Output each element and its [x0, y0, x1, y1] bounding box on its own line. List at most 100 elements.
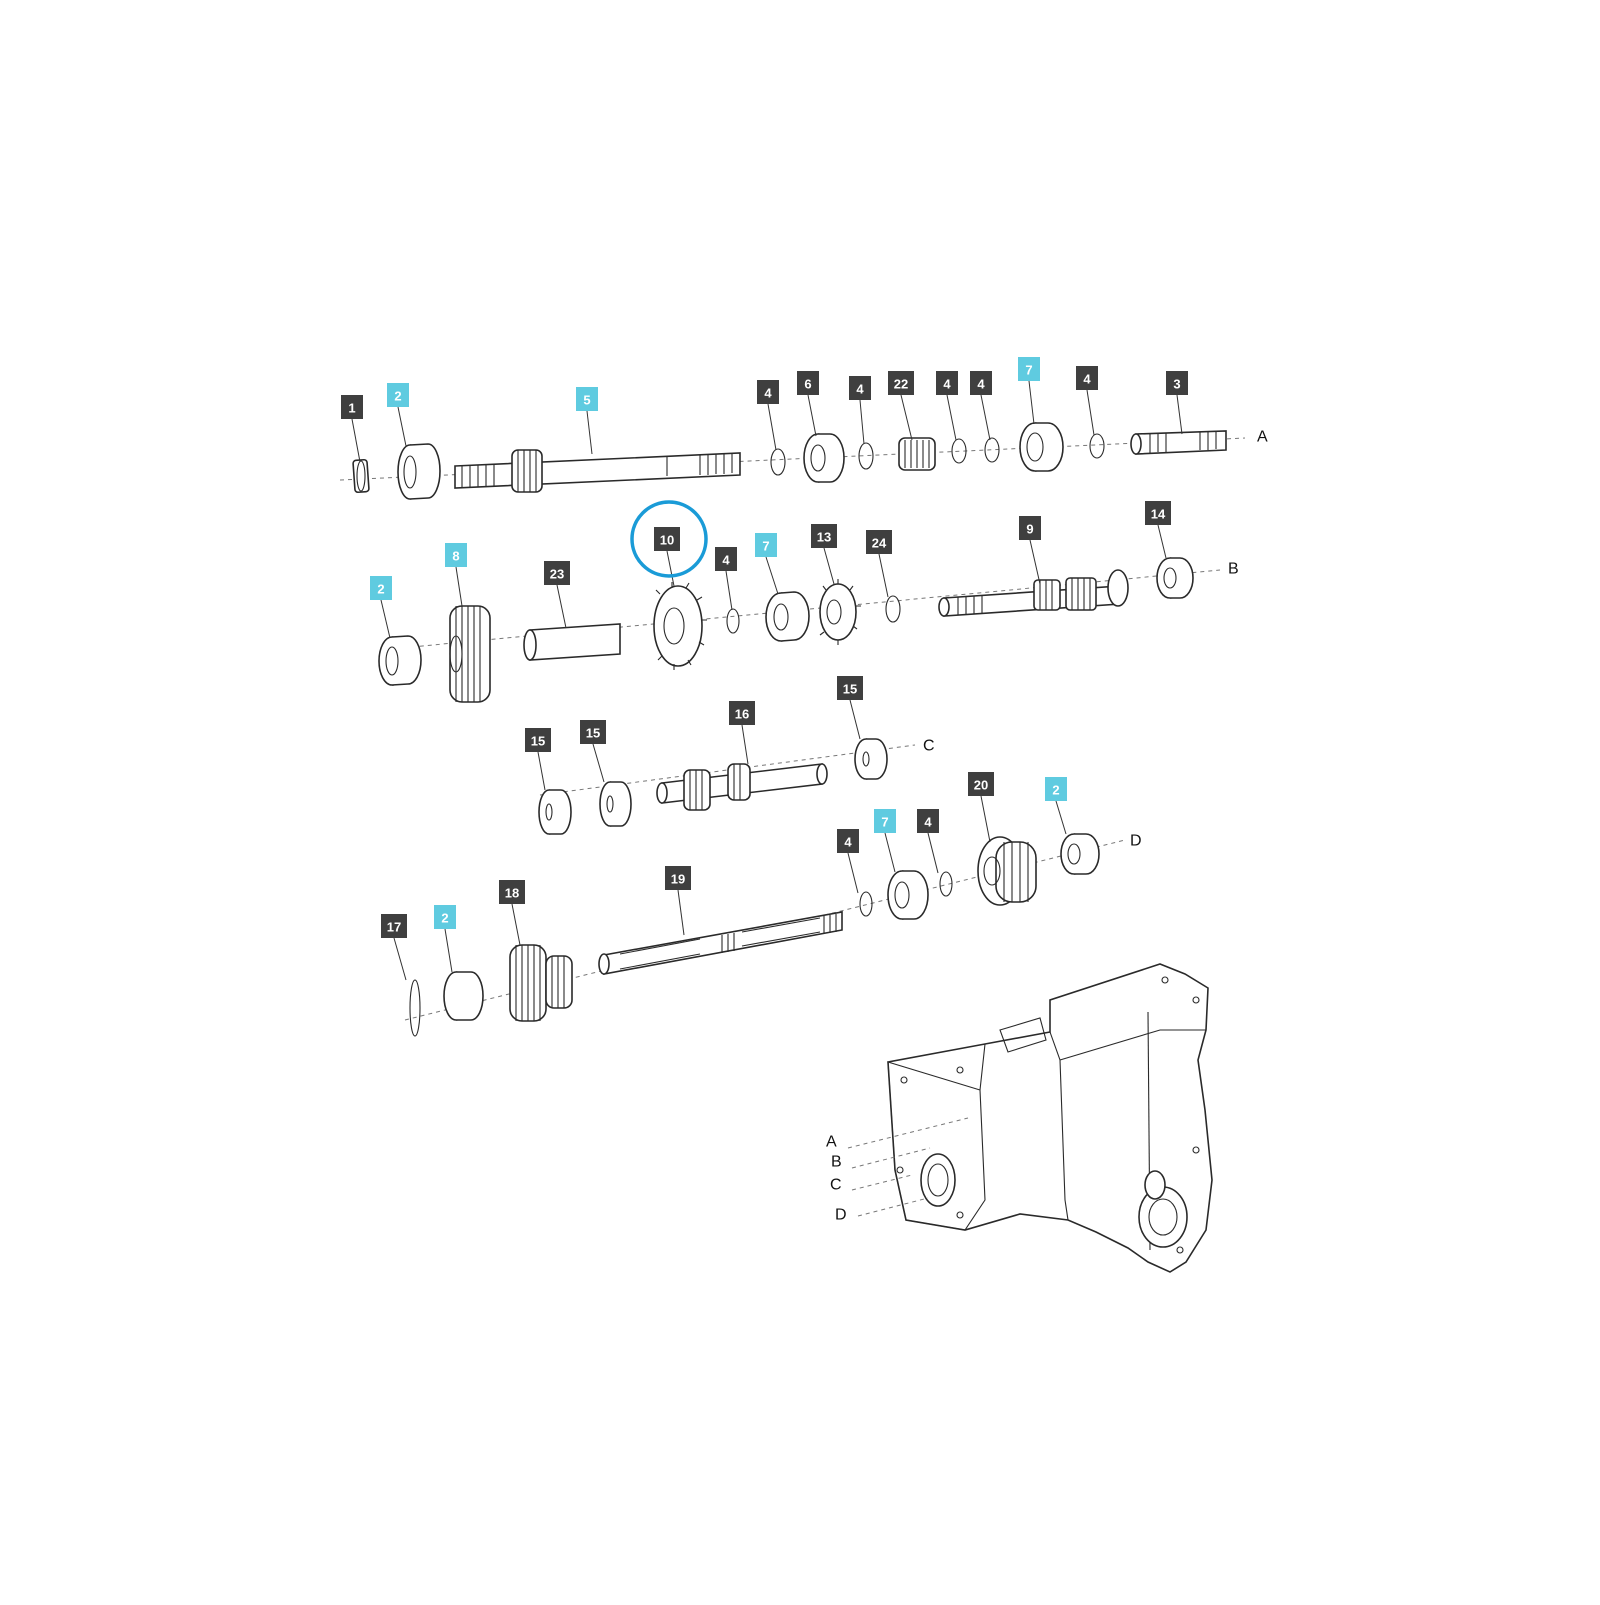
part-7-bearing-a[interactable]	[1019, 422, 1064, 472]
part-tag-t24[interactable]: 24	[866, 530, 892, 554]
part-tag-box	[849, 376, 871, 400]
leader-line-t13	[823, 547, 835, 585]
part-tag-t14[interactable]: 14	[1145, 501, 1171, 525]
leader-line-t14	[1157, 524, 1167, 559]
leader-line-t4a	[767, 403, 777, 451]
part-tag-t20[interactable]: 20	[968, 772, 994, 796]
part-tag-label: 4	[722, 553, 730, 568]
part-tag-t4e[interactable]: 4	[1076, 366, 1098, 390]
part-5-input-shaft[interactable]	[454, 449, 741, 493]
leader-line-t16	[741, 724, 749, 765]
part-tag-label: 7	[1025, 363, 1032, 378]
part-13-gear[interactable]	[819, 579, 861, 645]
part-3-stub-shaft[interactable]	[1130, 430, 1227, 455]
part-1-ring[interactable]	[352, 458, 370, 494]
part-tag-label: 4	[977, 377, 985, 392]
part-tag-label: 13	[817, 530, 831, 545]
part-tag-t4g[interactable]: 4	[837, 829, 859, 853]
part-tag-t6[interactable]: 6	[797, 371, 819, 395]
part-tag-t23[interactable]: 23	[544, 561, 570, 585]
part-tag-box	[837, 829, 859, 853]
part-tag-t22[interactable]: 22	[888, 371, 914, 395]
part-tag-t8[interactable]: 8	[445, 543, 467, 567]
part-14-seal[interactable]	[1156, 557, 1194, 599]
part-23-sleeve[interactable]	[523, 623, 621, 661]
part-2-bearing-a[interactable]	[397, 443, 441, 500]
part-tag-t2c[interactable]: 2	[1045, 777, 1067, 801]
part-tag-label: 24	[872, 536, 887, 551]
part-tag-t4d[interactable]: 4	[970, 371, 992, 395]
part-tag-t18[interactable]: 18	[499, 880, 525, 904]
part-4-snap-ring-c[interactable]	[951, 438, 967, 464]
part-tag-t17[interactable]: 17	[381, 914, 407, 938]
part-tag-box	[866, 530, 892, 554]
part-2-bearing-d[interactable]	[443, 971, 484, 1021]
part-4-snap-ring-h[interactable]	[939, 871, 953, 897]
part-10-gear[interactable]	[653, 582, 707, 670]
part-24-snap-ring[interactable]	[885, 595, 901, 623]
part-4-snap-ring-d[interactable]	[984, 437, 1000, 463]
transmission-housing[interactable]	[847, 963, 1213, 1273]
part-tag-t4h[interactable]: 4	[917, 809, 939, 833]
part-18-gear[interactable]	[509, 944, 573, 1022]
part-tag-t15c[interactable]: 15	[837, 676, 863, 700]
part-7-bearing-c[interactable]	[887, 870, 929, 920]
part-tag-t9[interactable]: 9	[1019, 516, 1041, 540]
part-tag-t16[interactable]: 16	[729, 701, 755, 725]
part-6-bearing[interactable]	[803, 433, 845, 483]
part-tag-t4a[interactable]: 4	[757, 380, 779, 404]
part-tag-t15a[interactable]: 15	[525, 728, 551, 752]
part-tag-label: 3	[1173, 377, 1180, 392]
part-8-gear[interactable]	[449, 605, 491, 703]
leader-line-t4e	[1086, 389, 1095, 436]
part-tag-t10[interactable]: 10	[654, 527, 680, 551]
part-4-snap-ring-g[interactable]	[859, 891, 873, 917]
part-tag-t7b[interactable]: 7	[755, 533, 777, 557]
part-tag-t2a[interactable]: 2	[387, 383, 409, 407]
part-tag-label: 10	[660, 533, 674, 548]
leader-line-t4c	[946, 394, 957, 441]
housing-b-label: B	[831, 1154, 842, 1171]
part-4-snap-ring-b[interactable]	[858, 442, 874, 470]
part-tag-t7c[interactable]: 7	[874, 809, 896, 833]
leader-line-t6	[807, 394, 817, 437]
part-tag-t4f[interactable]: 4	[715, 547, 737, 571]
part-tag-box	[1019, 516, 1041, 540]
part-tag-box	[757, 380, 779, 404]
part-15-bearing-a[interactable]	[538, 789, 572, 835]
part-15-bearing-c[interactable]	[854, 738, 888, 780]
part-tag-t19[interactable]: 19	[665, 866, 691, 890]
part-9-mainshaft[interactable]	[938, 569, 1129, 617]
part-4-snap-ring-f[interactable]	[726, 608, 740, 634]
leader-line-t2d	[444, 928, 453, 973]
part-tag-box	[729, 701, 755, 725]
part-tag-t4b[interactable]: 4	[849, 376, 871, 400]
part-4-snap-ring-e[interactable]	[1089, 433, 1105, 459]
part-15-bearing-b[interactable]	[599, 781, 632, 827]
part-tag-t2b[interactable]: 2	[370, 576, 392, 600]
part-tag-t3[interactable]: 3	[1166, 371, 1188, 395]
part-tag-t1[interactable]: 1	[341, 395, 363, 419]
part-4-snap-ring-a[interactable]	[770, 448, 786, 476]
part-2-bearing-b[interactable]	[378, 635, 422, 686]
part-tag-box	[387, 383, 409, 407]
part-tag-t13[interactable]: 13	[811, 524, 837, 548]
leader-line-t4h	[927, 832, 939, 874]
part-17-shim[interactable]	[409, 979, 421, 1037]
housing-c-label: C	[830, 1177, 842, 1194]
part-20-gear[interactable]	[977, 836, 1037, 906]
part-22-needle-bearing[interactable]	[898, 437, 936, 471]
part-tag-t7a[interactable]: 7	[1018, 357, 1040, 381]
part-16-countershaft[interactable]	[656, 763, 828, 811]
leader-line-t9	[1029, 539, 1041, 585]
part-tag-box	[837, 676, 863, 700]
part-tag-label: 22	[894, 377, 908, 392]
part-tag-t5[interactable]: 5	[576, 387, 598, 411]
part-19-output-shaft[interactable]	[598, 911, 843, 975]
part-tag-t4c[interactable]: 4	[936, 371, 958, 395]
part-tag-t15b[interactable]: 15	[580, 720, 606, 744]
leader-line-t4g	[847, 852, 859, 894]
part-2-bearing-c[interactable]	[1060, 833, 1100, 875]
part-7-bearing-b[interactable]	[765, 591, 810, 642]
part-tag-t2d[interactable]: 2	[434, 905, 456, 929]
